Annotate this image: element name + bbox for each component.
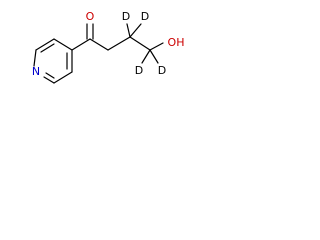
carbonyl-to-ch2-bond: [89, 38, 109, 51]
ring-bond: [53, 38, 73, 51]
ring-double-bond: [45, 72, 55, 79]
ring-double-bond: [40, 43, 55, 53]
pyridine-ring: [33, 38, 73, 84]
d-bond: [149, 49, 159, 64]
molecule-svg: N O D D OH D D: [32, 10, 185, 84]
ring-bond: [43, 76, 55, 84]
d-bond: [126, 23, 131, 38]
cd2-to-cd2-bond: [129, 36, 151, 51]
d-bond: [129, 23, 142, 38]
deuterium-label-1: D: [122, 10, 130, 23]
ring-to-carbonyl-bond: [71, 38, 91, 51]
d-bond: [141, 49, 151, 64]
hydroxyl-label: OH: [168, 36, 185, 49]
ring-bond: [53, 71, 73, 84]
ring-bond: [33, 49, 37, 67]
deuterium-label-2: D: [141, 10, 149, 23]
ch2-to-cd2-bond: [107, 36, 131, 51]
ring-bond: [35, 38, 55, 51]
carbonyl-oxygen-label: O: [86, 10, 95, 23]
nitrogen-label: N: [32, 65, 40, 78]
deuterium-label-4: D: [158, 64, 166, 77]
side-chain: [71, 23, 164, 64]
cd2-to-oh-bond: [149, 42, 164, 51]
deuterium-label-3: D: [135, 64, 143, 77]
structure-diagram: N O D D OH D D: [0, 0, 217, 113]
